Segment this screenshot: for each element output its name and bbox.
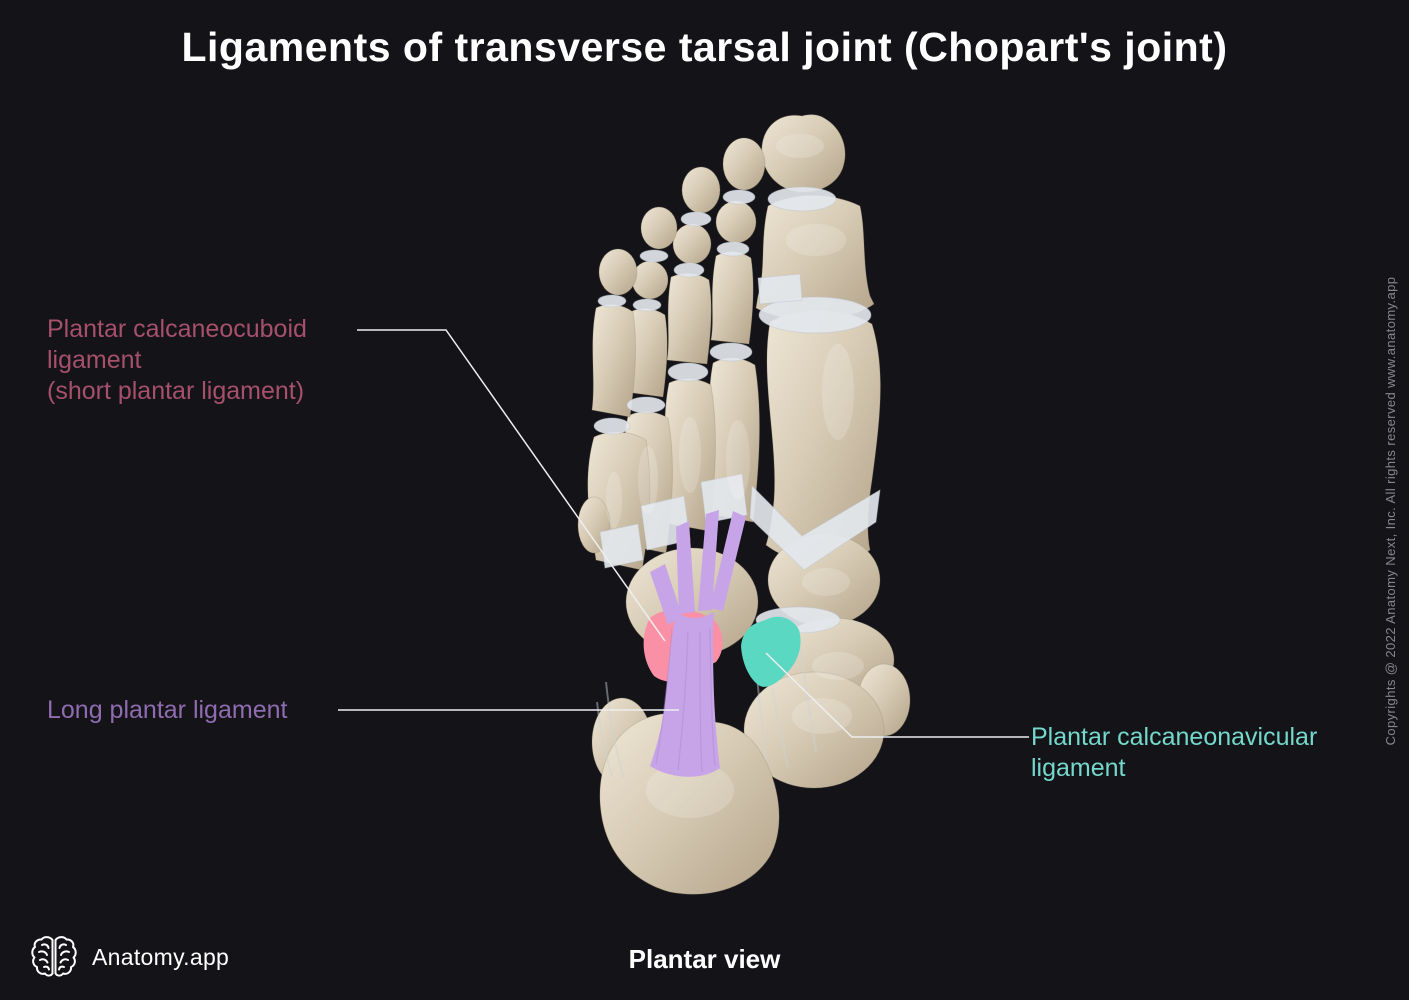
bone-shape bbox=[761, 114, 846, 193]
label-line: ligament bbox=[47, 346, 142, 374]
label-line: Plantar calcaneocuboid bbox=[47, 315, 307, 343]
copyright-text: Copyrights @ 2022 Anatomy Next, Inc. All… bbox=[1383, 276, 1398, 746]
bone-shape bbox=[743, 671, 885, 789]
bone-shape bbox=[598, 248, 638, 296]
bone-shape bbox=[631, 260, 669, 300]
bone-shape bbox=[710, 251, 754, 345]
leader-lines bbox=[338, 329, 1029, 738]
bone-shape bbox=[715, 200, 757, 244]
calcaneonavicular-ligament-shape bbox=[741, 616, 801, 687]
label-plantar-calcaneonavicular-ligament: Plantar calcaneonavicular ligament bbox=[1031, 722, 1317, 784]
ligament-fiber-streaks bbox=[655, 627, 716, 773]
bone-shape bbox=[765, 309, 881, 565]
label-long-plantar-ligament: Long plantar ligament bbox=[47, 695, 287, 726]
bone-shape bbox=[681, 166, 721, 214]
bone-shape bbox=[672, 223, 712, 265]
cartilage-joints bbox=[593, 186, 881, 634]
page-title: Ligaments of transverse tarsal joint (Ch… bbox=[181, 24, 1228, 70]
label-plantar-calcaneocuboid-ligament: Plantar calcaneocuboid ligament (short p… bbox=[47, 314, 307, 407]
leader-line-calcaneonavicular bbox=[765, 652, 1029, 738]
leader-line-calcaneocuboid bbox=[357, 329, 666, 642]
bone-shape bbox=[722, 137, 766, 191]
label-line: ligament bbox=[1031, 754, 1126, 782]
view-caption: Plantar view bbox=[628, 944, 781, 974]
label-line: Long plantar ligament bbox=[47, 696, 288, 724]
label-line: Plantar calcaneonavicular bbox=[1031, 723, 1318, 751]
foot-skeleton bbox=[577, 114, 911, 895]
brain-logo-icon bbox=[31, 936, 77, 977]
label-line: (short plantar ligament) bbox=[47, 377, 305, 405]
bone-highlights bbox=[606, 134, 864, 818]
bone-shape bbox=[591, 304, 637, 418]
bone-shape bbox=[640, 206, 678, 250]
bone-shape bbox=[666, 273, 712, 365]
brand-name: Anatomy.app bbox=[92, 944, 230, 970]
